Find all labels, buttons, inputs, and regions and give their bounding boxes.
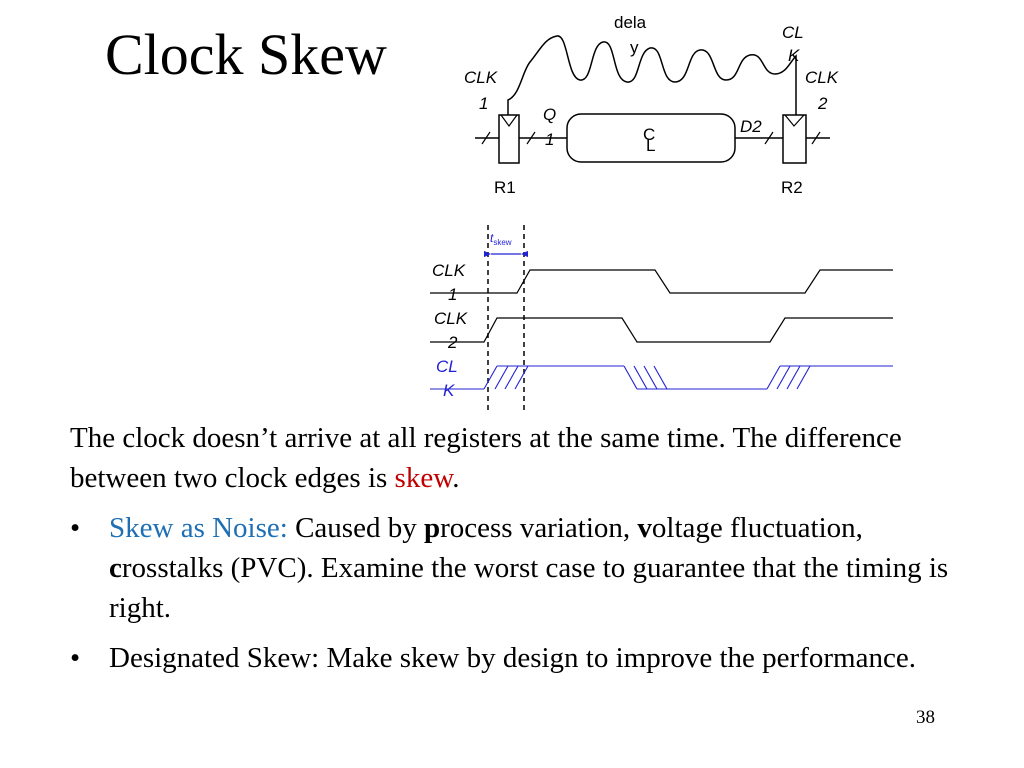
cl-label-line1: C bbox=[643, 125, 655, 144]
clk-label-line2: K bbox=[788, 46, 800, 65]
bullet1-title: Skew as Noise: bbox=[109, 512, 288, 544]
clk2-waveform bbox=[430, 317, 893, 343]
clk1-label-line2: 1 bbox=[479, 94, 488, 113]
skew-highlight: skew bbox=[394, 462, 453, 494]
delay-label-line2: y bbox=[630, 38, 639, 57]
register-r1 bbox=[498, 114, 520, 164]
bullet-mark: • bbox=[70, 512, 81, 544]
bullet2-text: Designated Skew: Make skew by design to … bbox=[109, 642, 916, 674]
timing-clk2-label-line1: CLK bbox=[434, 309, 468, 328]
timing-clk2-label-line2: 2 bbox=[447, 333, 458, 352]
timing-clk1-label-line1: CLK bbox=[432, 261, 466, 280]
q1-label-line1: Q bbox=[543, 105, 556, 124]
clk-label-line1: CL bbox=[782, 23, 804, 42]
intro-paragraph: The clock doesn’t arrive at all register… bbox=[70, 422, 902, 494]
slide-title: Clock Skew bbox=[105, 22, 387, 87]
cl-label-line2: L bbox=[646, 136, 655, 155]
d2-label: D2 bbox=[740, 117, 762, 136]
r1-label: R1 bbox=[494, 178, 516, 197]
timing-clk-label-line1: CL bbox=[436, 357, 458, 376]
timing-clk1-label-line2: 1 bbox=[448, 285, 457, 304]
clk2-label-line1: CLK bbox=[805, 68, 839, 87]
combinational-logic-block bbox=[566, 113, 736, 163]
page-number: 38 bbox=[916, 707, 935, 728]
circuit-schematic: dela y CL K CLK 1 CLK 2 Q 1 C L D2 R1 R2 bbox=[464, 13, 839, 197]
clk1-waveform bbox=[430, 269, 893, 294]
q1-label-line2: 1 bbox=[545, 130, 554, 149]
r2-label: R2 bbox=[781, 178, 803, 197]
tskew-label: tskew bbox=[490, 231, 512, 247]
delay-line bbox=[507, 35, 797, 115]
clk-uncertainty-waveform bbox=[430, 365, 893, 390]
slide-body: The clock doesn’t arrive at all register… bbox=[70, 418, 950, 688]
register-r2 bbox=[782, 114, 807, 164]
timing-diagram: tskew CLK 1 CLK 2 CL K bbox=[430, 225, 893, 410]
clk2-label-line2: 2 bbox=[817, 94, 828, 113]
delay-label-line1: dela bbox=[614, 13, 647, 32]
bullet-skew-as-noise: • Skew as Noise: Caused by process varia… bbox=[70, 508, 950, 628]
clk1-label-line1: CLK bbox=[464, 68, 498, 87]
timing-clk-label-line2: K bbox=[443, 381, 455, 400]
bullet-mark: • bbox=[70, 642, 81, 674]
clock-skew-diagram: dela y CL K CLK 1 CLK 2 Q 1 C L D2 R1 R2… bbox=[430, 13, 893, 410]
bullet-designated-skew: • Designated Skew: Make skew by design t… bbox=[70, 638, 950, 678]
